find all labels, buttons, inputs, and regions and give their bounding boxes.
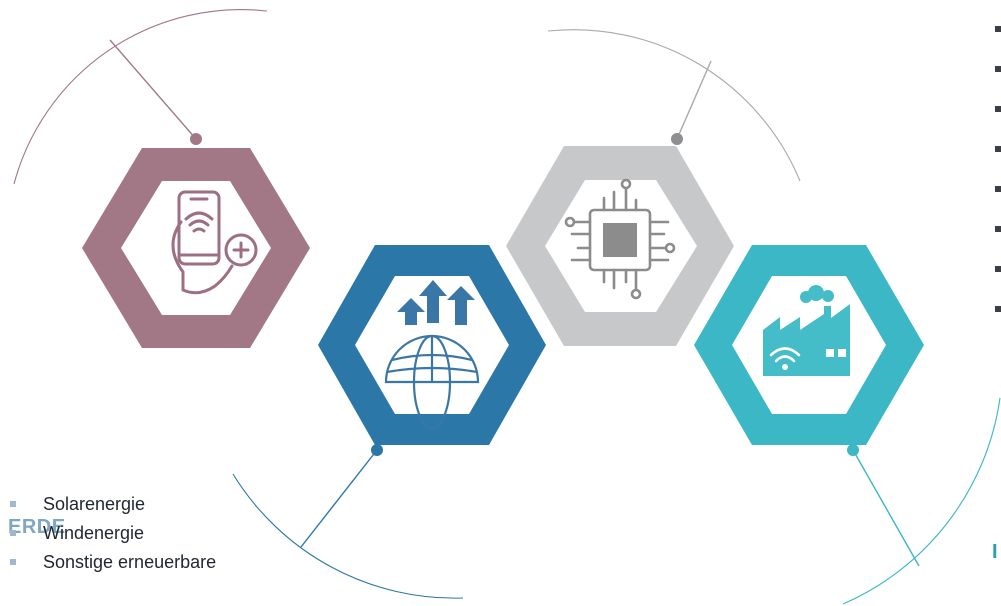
factory-wifi-icon: [763, 285, 850, 376]
list-item-label: Windenergie: [43, 523, 145, 543]
connector-grey: [676, 60, 712, 140]
right-bullet-marker: [995, 146, 1001, 152]
list-item-label: Solarenergie: [43, 494, 146, 514]
smartphone-stethoscope-icon: [171, 190, 258, 295]
right-bullet-marker: [995, 26, 1001, 32]
globe-arrows-icon: [384, 280, 480, 430]
hex-mobile-health: [82, 148, 310, 348]
connector-dot-teal: [847, 444, 859, 456]
connector-blue: [300, 449, 378, 548]
arc-blue-bottom: [232, 473, 464, 599]
right-bullet-marker: [995, 106, 1001, 112]
right-bullet-marker: [995, 66, 1001, 72]
right-bullet-list: [995, 26, 1001, 312]
arc-mauve-top: [13, 9, 268, 185]
hex-smart-factory: [694, 245, 924, 445]
right-bullet-marker: [995, 306, 1001, 312]
list-item-label: Sonstige erneuerbare: [43, 552, 217, 572]
connector-dot-grey: [671, 133, 683, 145]
bullet-marker: [10, 501, 16, 507]
list-item: Solarenergie: [10, 490, 330, 519]
hex-microchip: [506, 146, 734, 346]
left-panel-list: Solarenergie Windenergie Sonstige erneue…: [10, 490, 330, 577]
connector-teal: [852, 449, 920, 567]
arc-grey-top: [547, 29, 801, 182]
list-item: Sonstige erneuerbare: [10, 548, 330, 577]
arc-teal-bottom: [842, 397, 1001, 605]
connector-mauve: [109, 39, 197, 140]
hex-global-growth: [318, 245, 546, 445]
microchip-icon: [564, 178, 676, 300]
connector-dot-blue: [371, 444, 383, 456]
right-bullet-marker: [995, 266, 1001, 272]
list-item: Windenergie: [10, 519, 330, 548]
panel-title: ERDE: [8, 516, 66, 538]
connector-dot-mauve: [190, 133, 202, 145]
right-panel-title: I: [992, 541, 998, 563]
right-bullet-marker: [995, 226, 1001, 232]
bullet-marker: [10, 530, 16, 536]
bullet-marker: [10, 559, 16, 565]
right-bullet-marker: [995, 186, 1001, 192]
